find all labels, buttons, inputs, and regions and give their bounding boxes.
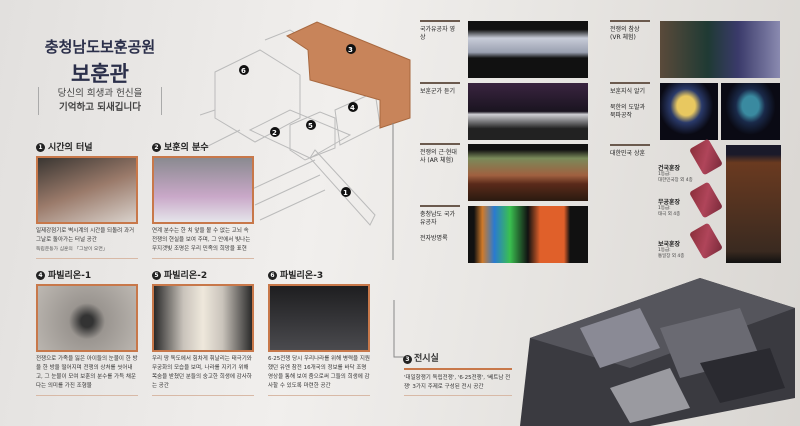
medal-grade: 1등급:: [658, 206, 671, 211]
exhibit-label-text: 충청남도 국가유공자: [420, 211, 456, 226]
medal-name: 건국훈장: [658, 165, 681, 172]
medal-ribbon-icon: [688, 222, 724, 260]
section-desc: 연계 분수는 한 치 앞을 볼 수 없는 고뇌 속 전쟁의 현실을 보여 주며,…: [152, 227, 254, 259]
medal-detail: 대한민국장 외 4종: [658, 178, 693, 183]
section-photo: [152, 156, 254, 224]
diagram-label-2: 2: [272, 129, 277, 137]
section-number: 4: [36, 271, 45, 280]
medal-detail: 통일장 외 4종: [658, 254, 685, 259]
exhibit-photo: [660, 83, 718, 140]
tagline-line-1: 당신의 희생과 헌신을: [57, 88, 143, 99]
tagline-line-2: 기억하고 되새깁니다: [59, 102, 141, 113]
section-number: 1: [36, 143, 45, 152]
hall-number: 3: [403, 355, 412, 364]
section-number: 5: [152, 271, 161, 280]
diagram-label-6: 6: [241, 67, 246, 75]
medal-ribbon-icon: [688, 138, 724, 176]
exhibit-label: 대한민국 상훈: [610, 144, 650, 158]
exhibition-floorplan-3d: [520, 278, 795, 426]
medal-name: 무공훈장: [658, 199, 681, 206]
section-photo: [152, 284, 254, 352]
section-photo: [268, 284, 370, 352]
exhibit-photo: [468, 21, 588, 78]
section-desc: 일제강점기로 벽시계의 시간을 되돌려 과거 그날로 돌아가는 터널 공간: [36, 228, 135, 243]
exhibit-label-text: 북한의 도발과 북파공작: [610, 104, 646, 119]
exhibit-label-text: 전자방명록: [420, 235, 448, 242]
section-desc: 6·25전쟁 당시 우리나라를 위해 병력을 지원했던 유엔 참전 16개국의 …: [268, 355, 370, 396]
exhibit-label: 전쟁의 참상 (VR 체험): [610, 20, 650, 42]
building-diagram: 3 6 4 5 2 1: [200, 21, 411, 260]
hall-desc: '대일항쟁기 독립전쟁', '6·25전쟁', '베트남 전쟁' 3가지 주제로…: [404, 368, 512, 396]
section-title: 파빌리온-2: [164, 271, 208, 281]
exhibit-photo: [721, 83, 780, 140]
section-photo: [36, 156, 138, 224]
section-sub: 독립운동가 심훈의 「그날이 오면」: [36, 247, 108, 252]
section-number: 2: [152, 143, 161, 152]
medal-ribbon-icon: [688, 181, 724, 219]
page-title: 보훈관: [71, 62, 129, 86]
exhibit-photo: [468, 206, 588, 263]
hall-title: 전시실: [414, 354, 439, 364]
section-title: 파빌리온-1: [48, 271, 92, 281]
section-title: 시간의 터널: [48, 143, 93, 153]
section-desc: 우리 땅 독도에서 힘차게 휘날리는 태극기와 무궁화의 모습을 보며, 나라를…: [152, 355, 254, 396]
exhibit-label: 보훈군가 듣기: [420, 82, 460, 96]
diagram-label-3: 3: [348, 46, 353, 54]
connector-line: [393, 300, 406, 358]
section-title: 파빌리온-3: [280, 271, 324, 281]
medal-name: 보국훈장: [658, 241, 681, 248]
medal-grade: 1등급:: [658, 248, 671, 253]
medal-display-photo: [726, 145, 781, 263]
diagram-label-4: 4: [350, 104, 355, 112]
section-desc: 전쟁으로 가족을 잃은 아이들의 눈물이 한 방울 한 방울 떨어지며 전쟁의 …: [36, 355, 138, 396]
section-title: 보훈의 분수: [164, 143, 209, 153]
section-number: 6: [268, 271, 277, 280]
exhibit-photo: [468, 144, 588, 201]
medal-grade: 1등급:: [658, 172, 671, 177]
exhibit-photo: [468, 83, 588, 140]
diagram-label-5: 5: [308, 122, 313, 130]
org-name: 충청남도보훈공원: [44, 38, 156, 56]
exhibit-label-text: 보훈지식 알기: [610, 88, 646, 95]
medal-detail: 태극 외 4종: [658, 212, 681, 217]
exhibit-label: 전쟁의 근·현대사 (AR 체험): [420, 143, 460, 165]
section-photo: [36, 284, 138, 352]
exhibit-photo: [660, 21, 780, 78]
diagram-label-1: 1: [343, 189, 348, 197]
exhibit-label: 국가유공자 영상: [420, 20, 460, 42]
